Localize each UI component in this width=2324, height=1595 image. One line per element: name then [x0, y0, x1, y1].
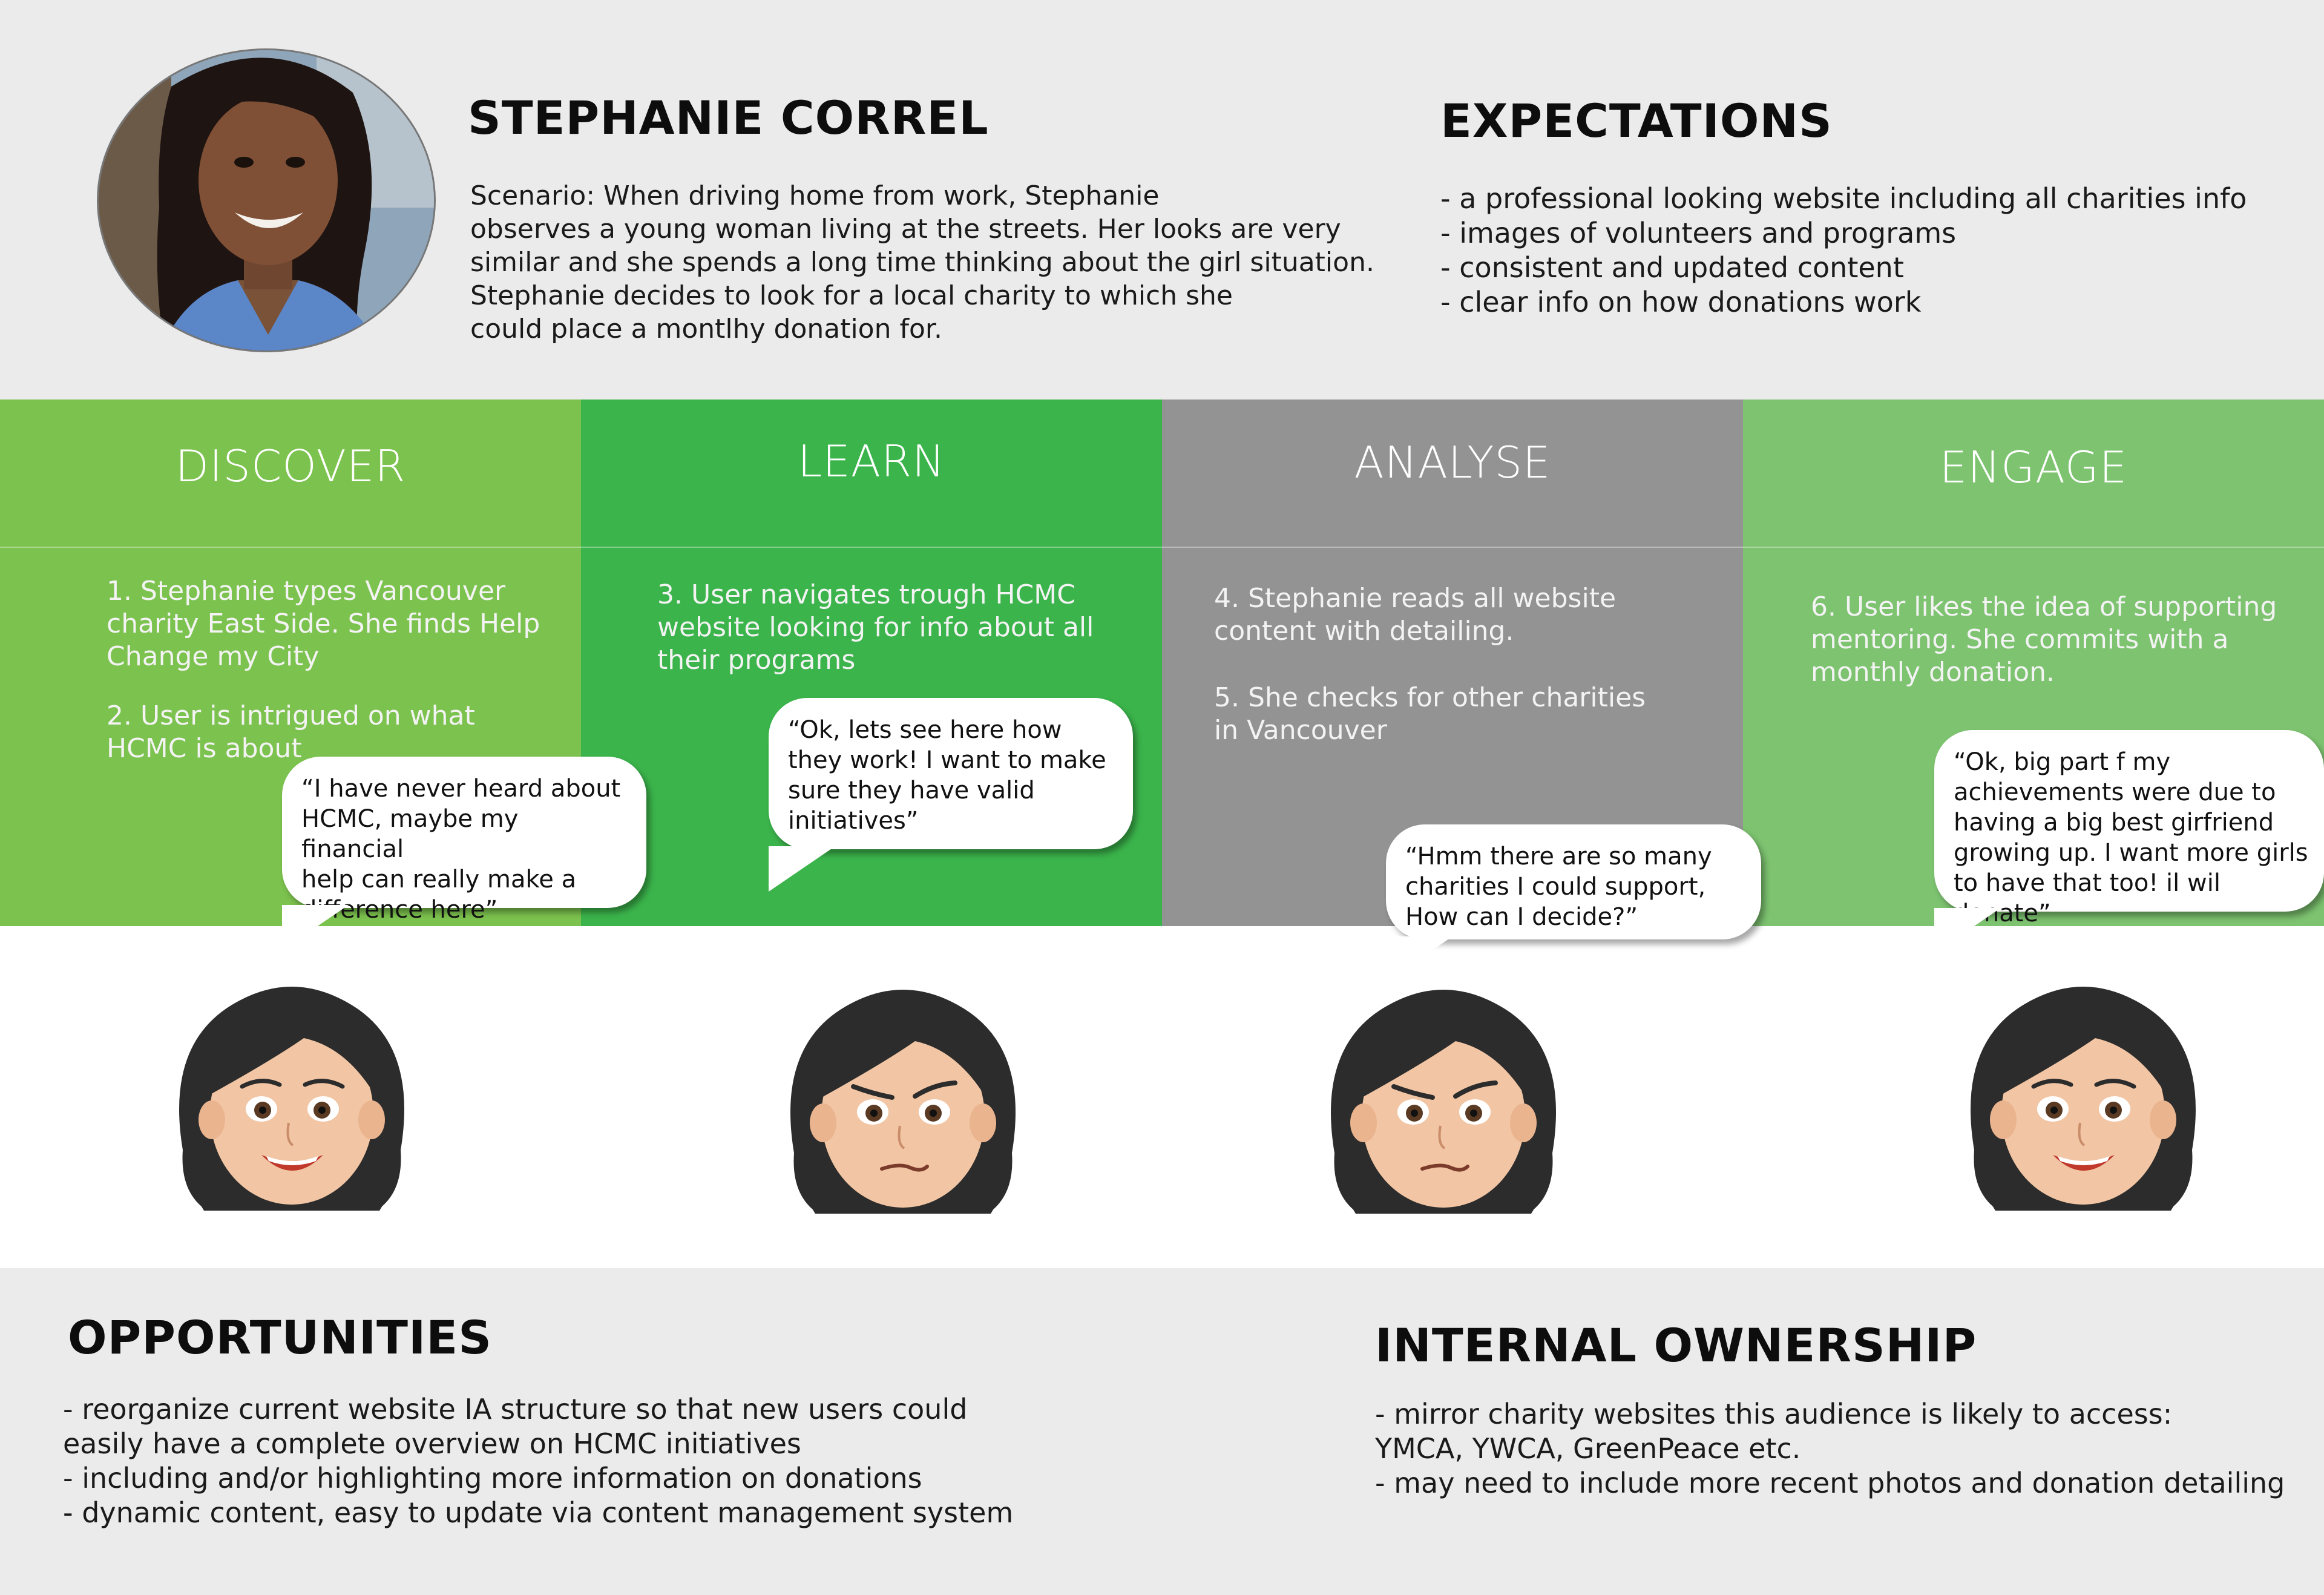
expectation-item: - clear info on how donations work [1440, 286, 1922, 318]
emotion-face-skeptical [776, 972, 1030, 1226]
phase-step: 3. User navigates trough HCMC website lo… [657, 579, 1094, 676]
quote-bubble-discover: “I have never heard about HCMC, maybe my… [282, 757, 646, 924]
persona-name: STEPHANIE CORREL [468, 91, 989, 145]
phase-title: DISCOVER [175, 441, 406, 492]
phase-title: LEARN [798, 436, 945, 487]
bubble-tail [1934, 908, 2001, 953]
phase-step: 5. She checks for other charities in Van… [1214, 682, 1646, 746]
bubble-tail [1386, 936, 1452, 982]
emotion-face-happy [1956, 969, 2210, 1223]
phase-divider [0, 547, 581, 548]
ownership-title: INTERNAL OWNERSHIP [1375, 1318, 1977, 1372]
phase-step: 2. User is intrigued on what HCMC is abo… [107, 700, 475, 764]
phase-title: ENGAGE [1939, 442, 2128, 493]
bubble-tail [282, 905, 349, 950]
quote-bubble-engage: “Ok, big part f my achievements were due… [1934, 730, 2324, 927]
phase-step: 1. Stephanie types Vancouver charity Eas… [107, 576, 540, 672]
quote-bubble-learn: “Ok, lets see here how they work! I want… [769, 698, 1133, 849]
expectations-title: EXPECTATIONS [1440, 94, 1833, 148]
emotion-face-skeptical [1316, 972, 1571, 1226]
expectation-item: - images of volunteers and programs [1440, 217, 1957, 249]
opportunities-list: - reorganize current website IA structur… [63, 1393, 1014, 1529]
phase-divider [1743, 547, 2324, 548]
phase-title: ANALYSE [1354, 437, 1551, 488]
bubble-tail [769, 846, 835, 892]
phase-step: 6. User likes the idea of supporting men… [1811, 591, 2277, 688]
persona-scenario: Scenario: When driving home from work, S… [470, 180, 1374, 344]
opportunities-title: OPPORTUNITIES [68, 1311, 492, 1364]
phase-divider [581, 547, 1162, 548]
phase-step: 4. Stephanie reads all website content w… [1214, 583, 1617, 646]
expectation-item: - a professional looking website includi… [1440, 182, 2247, 215]
emotion-face-happy [165, 969, 419, 1223]
quote-bubble-analyse: “Hmm there are so many charities I could… [1386, 824, 1761, 939]
persona-photo [97, 48, 436, 352]
expectations-list: - a professional looking website includi… [1440, 182, 2247, 320]
ownership-list: - mirror charity websites this audience … [1375, 1398, 2285, 1499]
expectation-item: - consistent and updated content [1440, 251, 1904, 284]
phase-divider [1162, 547, 1743, 548]
insights-section [0, 1268, 2324, 1595]
